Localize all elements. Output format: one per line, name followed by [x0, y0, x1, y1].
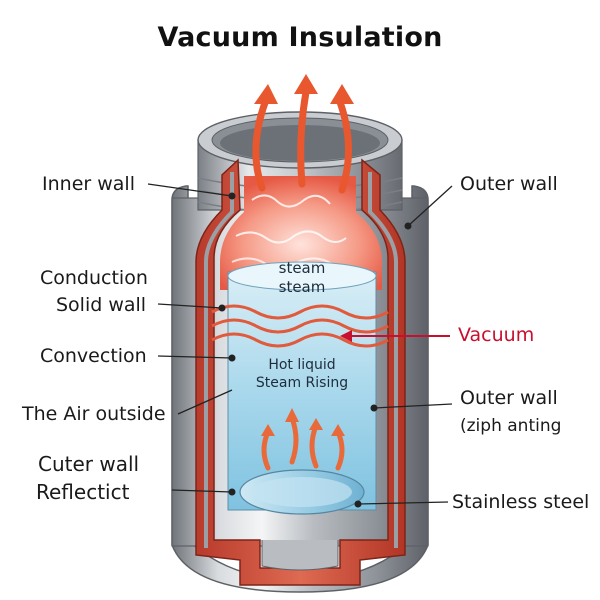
label-reflectict: Reflectict — [36, 480, 130, 504]
inner-steam-2: steam — [278, 278, 326, 296]
label-solid-wall: Solid wall — [56, 294, 147, 316]
vacuum-wave-2 — [211, 318, 389, 334]
inner-steam-1: steam — [278, 259, 326, 277]
label-convection: Convection — [40, 345, 147, 367]
inner-steam-rising: Steam Rising — [255, 375, 349, 391]
heat-arrows — [252, 88, 352, 194]
label-stainless-steel: Stainless steel — [452, 491, 590, 513]
label-cuter-wall: Cuter wall — [38, 452, 140, 476]
label-outer-wall-mid: Outer wall — [460, 387, 558, 409]
label-air-outside: The Air outside — [22, 403, 166, 425]
vacuum-wave-1 — [211, 304, 389, 320]
label-vacuum: Vacuum — [458, 324, 535, 346]
label-inner-wall: Inner wall — [42, 173, 135, 195]
label-outer-wall-top: Outer wall — [460, 173, 558, 195]
label-conduction: Conduction — [40, 267, 148, 289]
inner-red-layer — [195, 158, 406, 586]
inner-hot-liquid: Hot liquid — [268, 357, 336, 373]
vacuum-wave-3 — [211, 332, 389, 348]
diagram-title: Vacuum Insulation — [157, 22, 443, 53]
label-outer-wall-sub: (ziph anting — [460, 416, 562, 436]
